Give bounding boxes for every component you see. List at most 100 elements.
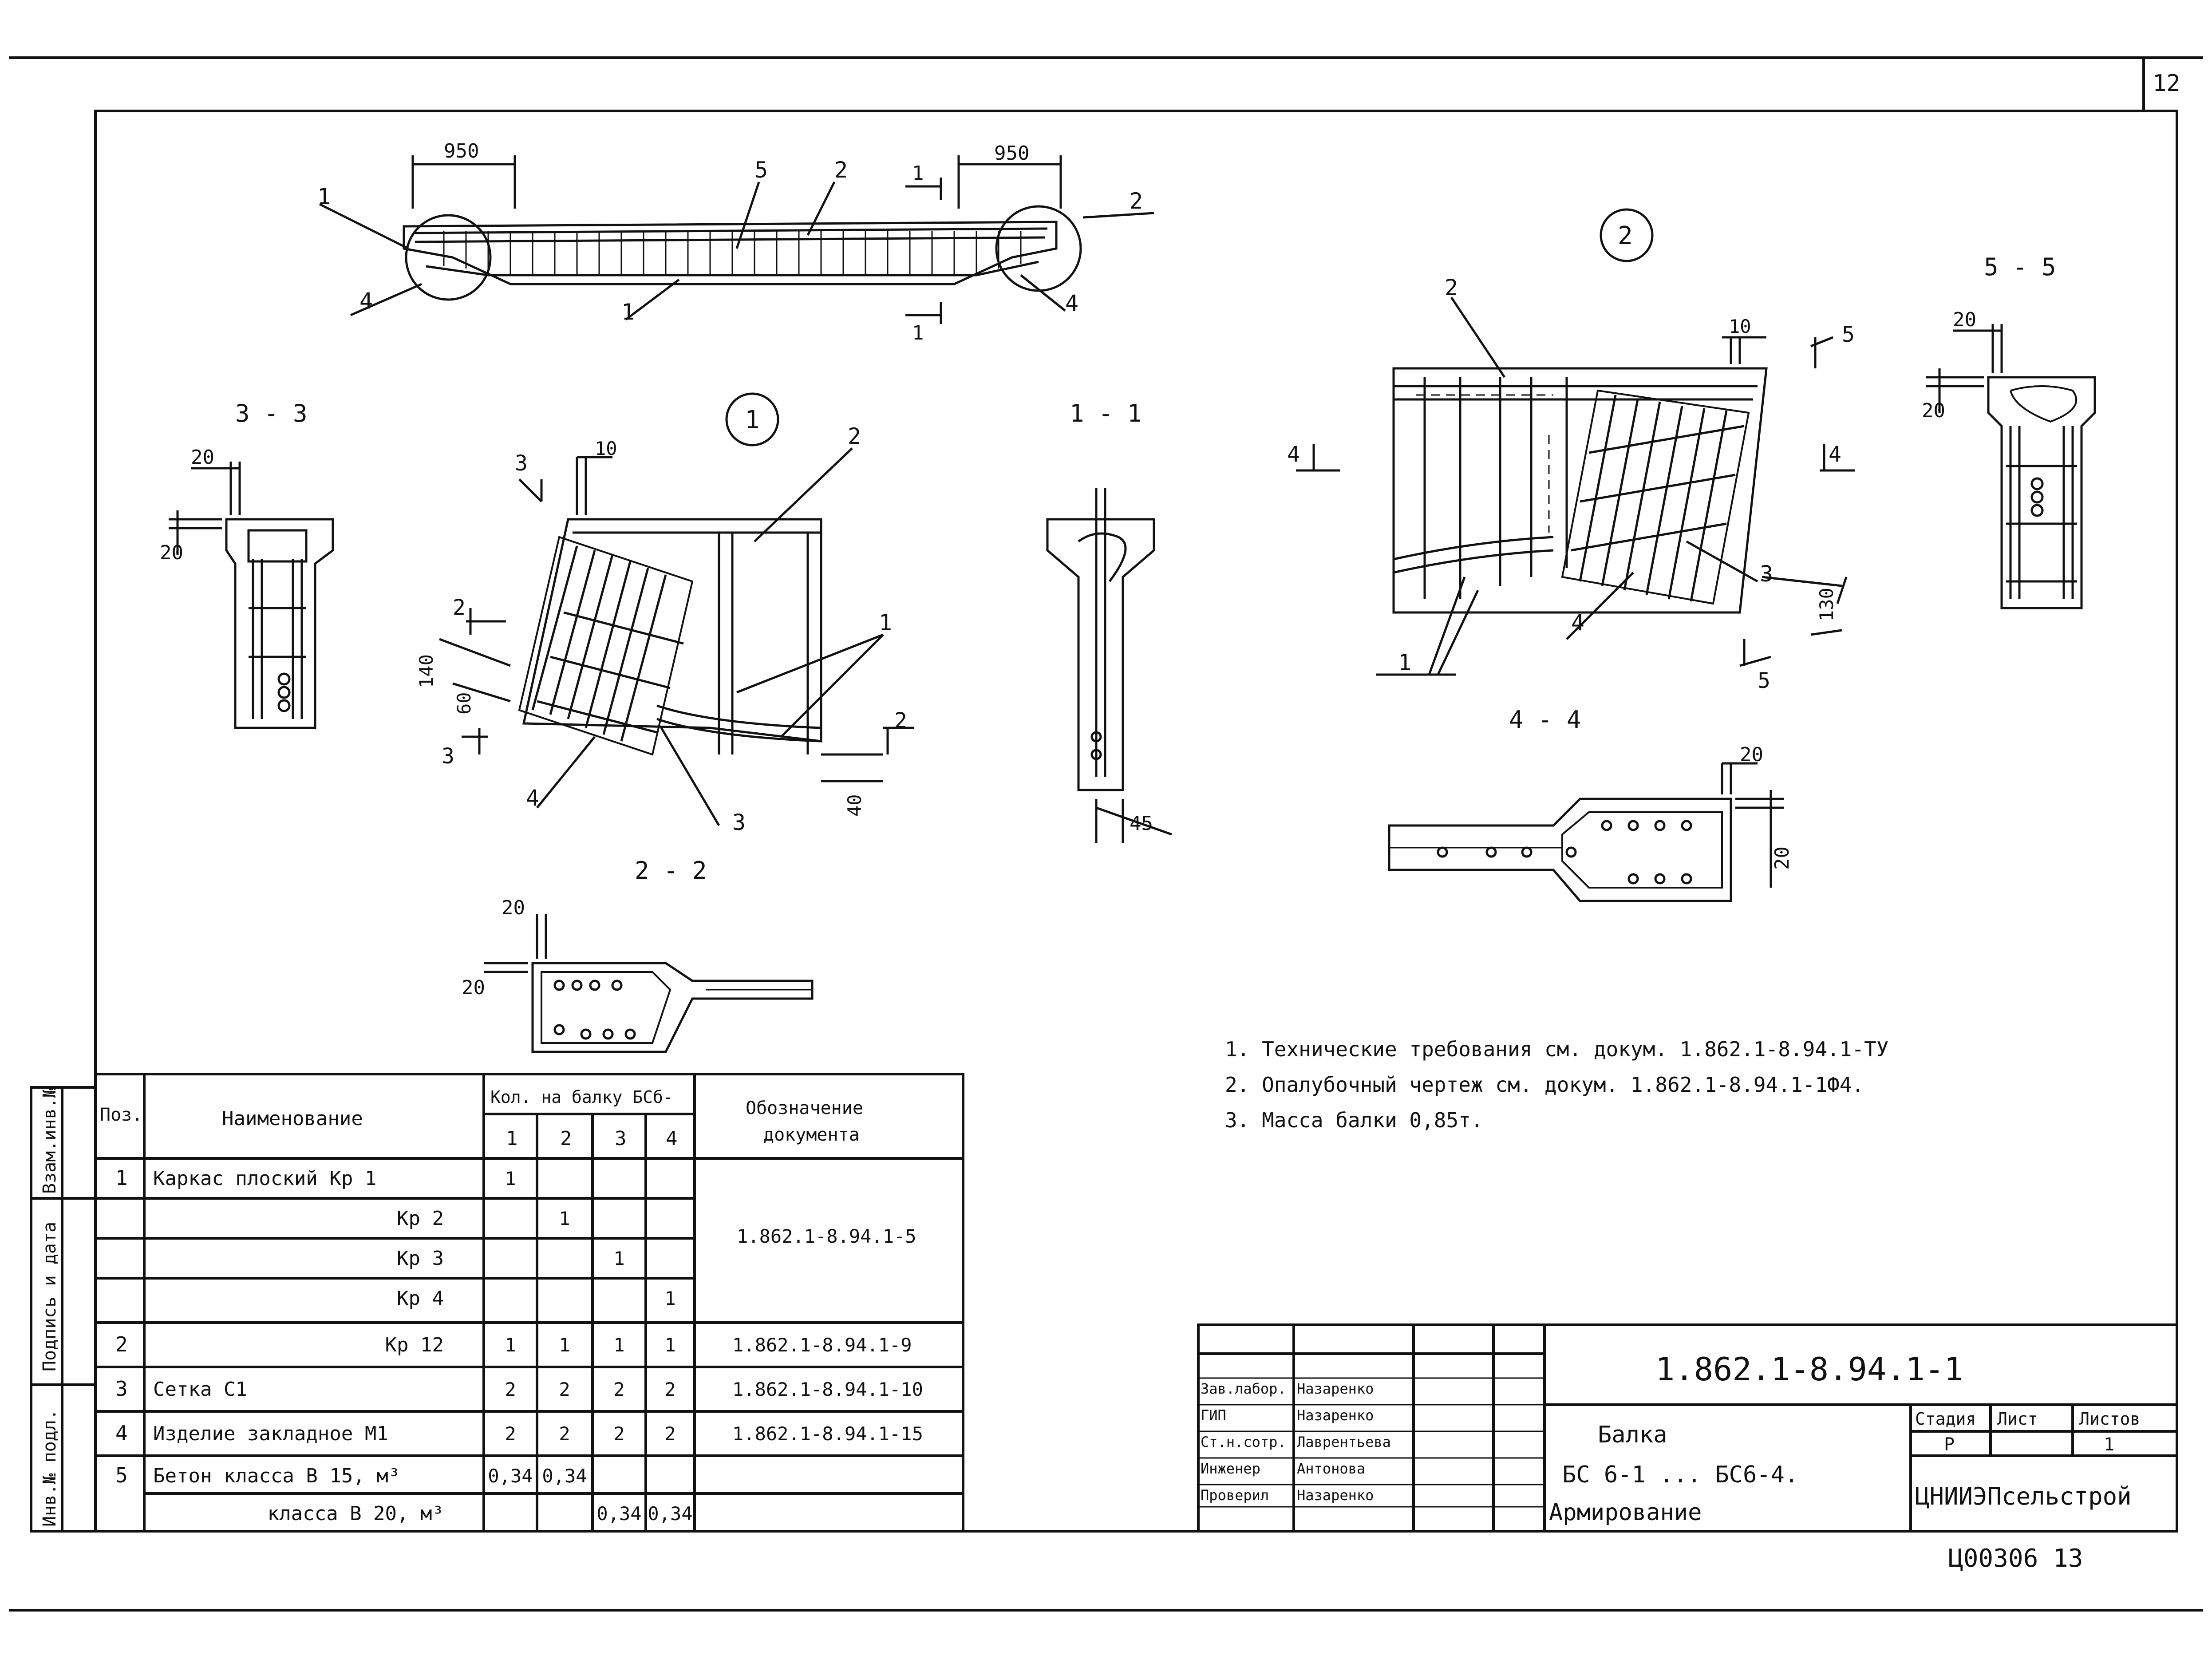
spec-row-pos: 1: [115, 1166, 128, 1190]
stage-value: Р: [1944, 1434, 1955, 1455]
note-line: 3. Масса балки 0,85т.: [1225, 1108, 1483, 1132]
spec-header-doc: Обозначение: [746, 1098, 863, 1118]
spec-row-doc: 1.862.1-8.94.1-10: [732, 1379, 923, 1400]
section-3-3: [169, 462, 334, 729]
spec-row-qty: 1: [664, 1334, 675, 1356]
spec-row-pos: 4: [115, 1421, 128, 1445]
spec-row-qty: 0,34: [596, 1503, 641, 1525]
spec-row-qty: 2: [664, 1379, 675, 1400]
spec-row-qty: 2: [664, 1423, 675, 1445]
note-line: 2. Опалубочный чертеж см. докум. 1.862.1…: [1225, 1073, 1864, 1097]
node-2: [1296, 208, 1855, 676]
section-5-5: [1926, 324, 2096, 609]
node-1-dim: 140: [415, 654, 437, 688]
overview-leader-label: 5: [754, 157, 768, 183]
spec-header-qty: Кол. на балку БСб-: [490, 1087, 673, 1107]
overview-dim-left: 950: [444, 140, 479, 162]
section-1-1-title: 1 - 1: [1070, 399, 1142, 427]
spec-row-name: Кр 3: [397, 1247, 444, 1270]
section-1-1-dim: 45: [1130, 812, 1153, 835]
sheet-number: 12: [2153, 70, 2180, 97]
node-1-leader-label: 2: [848, 423, 861, 449]
spec-qty-col: 2: [560, 1127, 572, 1150]
section-5-5-dim: 20: [1953, 308, 1976, 331]
section-3-3-dim: 20: [191, 446, 214, 469]
signature-name: Назаренко: [1297, 1380, 1374, 1397]
node-2-leader-label: 1: [1398, 650, 1411, 675]
spec-row-name: Изделие закладное М1: [153, 1422, 388, 1445]
section-2-2: [484, 914, 814, 1053]
side-label-inv-original: Инв.№ подл.: [40, 1409, 60, 1527]
spec-row-name: Сетка С1: [153, 1378, 247, 1401]
overview-section-mark: 1: [912, 162, 924, 185]
node-2-section-mark: 4: [1829, 442, 1841, 467]
spec-row-qty: 1: [664, 1288, 675, 1309]
spec-qty-col: 3: [615, 1127, 627, 1150]
signature-name: Назаренко: [1297, 1407, 1374, 1424]
spec-row-qty: 1: [559, 1208, 570, 1229]
spec-row-qty: 1: [613, 1334, 624, 1356]
spec-row-qty: 2: [613, 1423, 624, 1445]
title-line-2: БС 6-1 ... БС6-4.: [1562, 1462, 1798, 1488]
general-notes: 1. Технические требования см. докум. 1.8…: [1225, 1037, 1889, 1132]
node-1-section-mark: 3: [442, 744, 454, 769]
sheet-label: Лист: [1997, 1409, 2038, 1429]
signature-role: Ст.н.сотр.: [1201, 1434, 1286, 1450]
section-2-2-dim: 20: [502, 897, 525, 919]
sheet-value: 1: [2104, 1434, 2114, 1455]
node-2-section-mark: 4: [1287, 442, 1300, 467]
spec-row-doc: 1.862.1-8.94.1-9: [732, 1334, 912, 1356]
node-1-leader-label: 3: [732, 810, 746, 835]
section-3-3-dim: 20: [160, 541, 183, 564]
spec-row-doc: 1.862.1-8.94.1-15: [732, 1423, 923, 1445]
spec-row-qty: 2: [505, 1423, 516, 1445]
signature-name: Назаренко: [1297, 1487, 1374, 1504]
organization-name: ЦНИИЭПсельстрой: [1915, 1482, 2132, 1510]
node-1-section-mark: 2: [894, 708, 907, 733]
signature-name: Антонова: [1297, 1460, 1365, 1477]
side-label-replace-inv: Взам.инв.№: [40, 1087, 60, 1194]
node-2-label: 2: [1618, 221, 1633, 250]
overview-leader-label: 1: [621, 299, 635, 325]
spec-row-qty: 2: [559, 1423, 570, 1445]
archive-code: Ц00306 13: [1948, 1544, 2083, 1573]
spec-row-qty: 2: [505, 1379, 516, 1400]
node-2-section-mark: 5: [1842, 322, 1855, 347]
stage-label: Стадия: [1915, 1409, 1976, 1429]
node-1: [439, 392, 914, 826]
node-2-dim: 10: [1729, 316, 1751, 337]
spec-row-pos: 3: [115, 1377, 128, 1401]
overview-leader-label: 2: [834, 157, 848, 183]
spec-merged-doc: 1.862.1-8.94.1-5: [737, 1225, 916, 1247]
node-1-leader-label: 1: [879, 610, 892, 636]
spec-row-qty: 0,34: [488, 1465, 533, 1487]
overview-leader-label: 4: [359, 288, 373, 314]
section-3-3-title: 3 - 3: [235, 399, 308, 427]
node-1-dim: 10: [595, 438, 617, 459]
node-2-dim: 130: [1816, 588, 1837, 621]
section-2-2-title: 2 - 2: [635, 857, 707, 885]
spec-row-name: Бетон класса В 15, м³: [153, 1465, 400, 1487]
spec-row-qty: 2: [613, 1379, 624, 1400]
node-2-leader-label: 2: [1445, 275, 1458, 300]
signature-name: Лаврентьева: [1297, 1434, 1391, 1450]
spec-header-doc: документа: [763, 1125, 860, 1145]
node-1-dim: 60: [453, 692, 475, 715]
overview-leader-label: 2: [1130, 188, 1143, 214]
node-1-section-mark: 3: [515, 451, 528, 476]
sheets-label: Листов: [2079, 1409, 2140, 1429]
title-block-grid: [1197, 1323, 2178, 1533]
section-1-1: [1046, 488, 1172, 843]
overview-section-mark: 1: [912, 322, 924, 344]
spec-header-pos: Поз.: [100, 1105, 142, 1125]
spec-row-qty: 0,34: [542, 1465, 587, 1487]
spec-row-qty: 0,34: [648, 1503, 692, 1525]
signature-role: Инженер: [1201, 1460, 1260, 1477]
spec-row-qty: 1: [613, 1248, 624, 1269]
signature-role: Проверил: [1201, 1487, 1269, 1504]
overview-leader-label: 4: [1065, 290, 1078, 316]
spec-row-pos: 2: [115, 1332, 128, 1356]
